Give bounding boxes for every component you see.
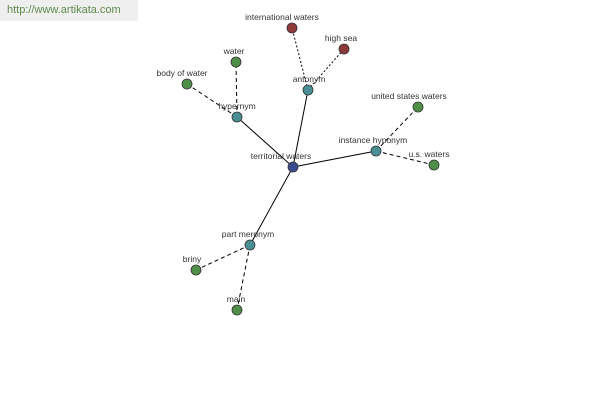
node-label-united-states-waters: united states waters [371,91,447,101]
graph-edges [186,27,435,311]
node-water[interactable] [230,56,242,68]
edge-hypernym-body-of-water [186,83,238,118]
node-territorial-waters[interactable] [287,161,299,173]
node-hypernym[interactable] [231,111,243,123]
node-main[interactable] [231,304,243,316]
graph-nodes [181,22,440,316]
watermark-link[interactable]: http://www.artikata.com [0,0,138,21]
node-label-us-waters: u.s. waters [408,149,449,159]
edge-antonym-international-waters [291,27,309,91]
node-label-water: water [223,46,245,56]
edge-instance-hyponym-united-states-waters [375,106,419,152]
edge-hypernym-water [235,61,238,118]
edge-territorial-waters-hypernym [236,116,294,168]
node-part-meronym[interactable] [244,239,256,251]
node-label-instance-hyponym: instance hyponym [339,135,408,145]
edge-part-meronym-briny [195,244,251,271]
node-label-high-sea: high sea [325,33,357,43]
edge-antonym-high-sea [307,48,345,91]
node-international-waters[interactable] [286,22,298,34]
node-label-international-waters: international waters [245,12,319,22]
node-high-sea[interactable] [338,43,350,55]
node-label-territorial-waters: territorial waters [251,151,311,161]
node-instance-hyponym[interactable] [370,145,382,157]
node-antonym[interactable] [302,84,314,96]
node-label-hypernym: hypernym [218,101,255,111]
node-label-body-of-water: body of water [156,68,207,78]
node-body-of-water[interactable] [181,78,193,90]
node-label-antonym: antonym [293,74,326,84]
edge-territorial-waters-antonym [292,89,309,168]
edge-territorial-waters-instance-hyponym [292,150,377,168]
node-label-briny: briny [183,254,202,264]
edge-instance-hyponym-us-waters [375,150,435,166]
node-briny[interactable] [190,264,202,276]
node-us-waters[interactable] [428,159,440,171]
node-label-part-meronym: part meronym [222,229,274,239]
node-label-main: main [227,294,246,304]
edge-territorial-waters-part-meronym [249,166,294,246]
node-united-states-waters[interactable] [412,101,424,113]
graph-labels: territorial waters hypernym body of water w… [156,12,449,304]
